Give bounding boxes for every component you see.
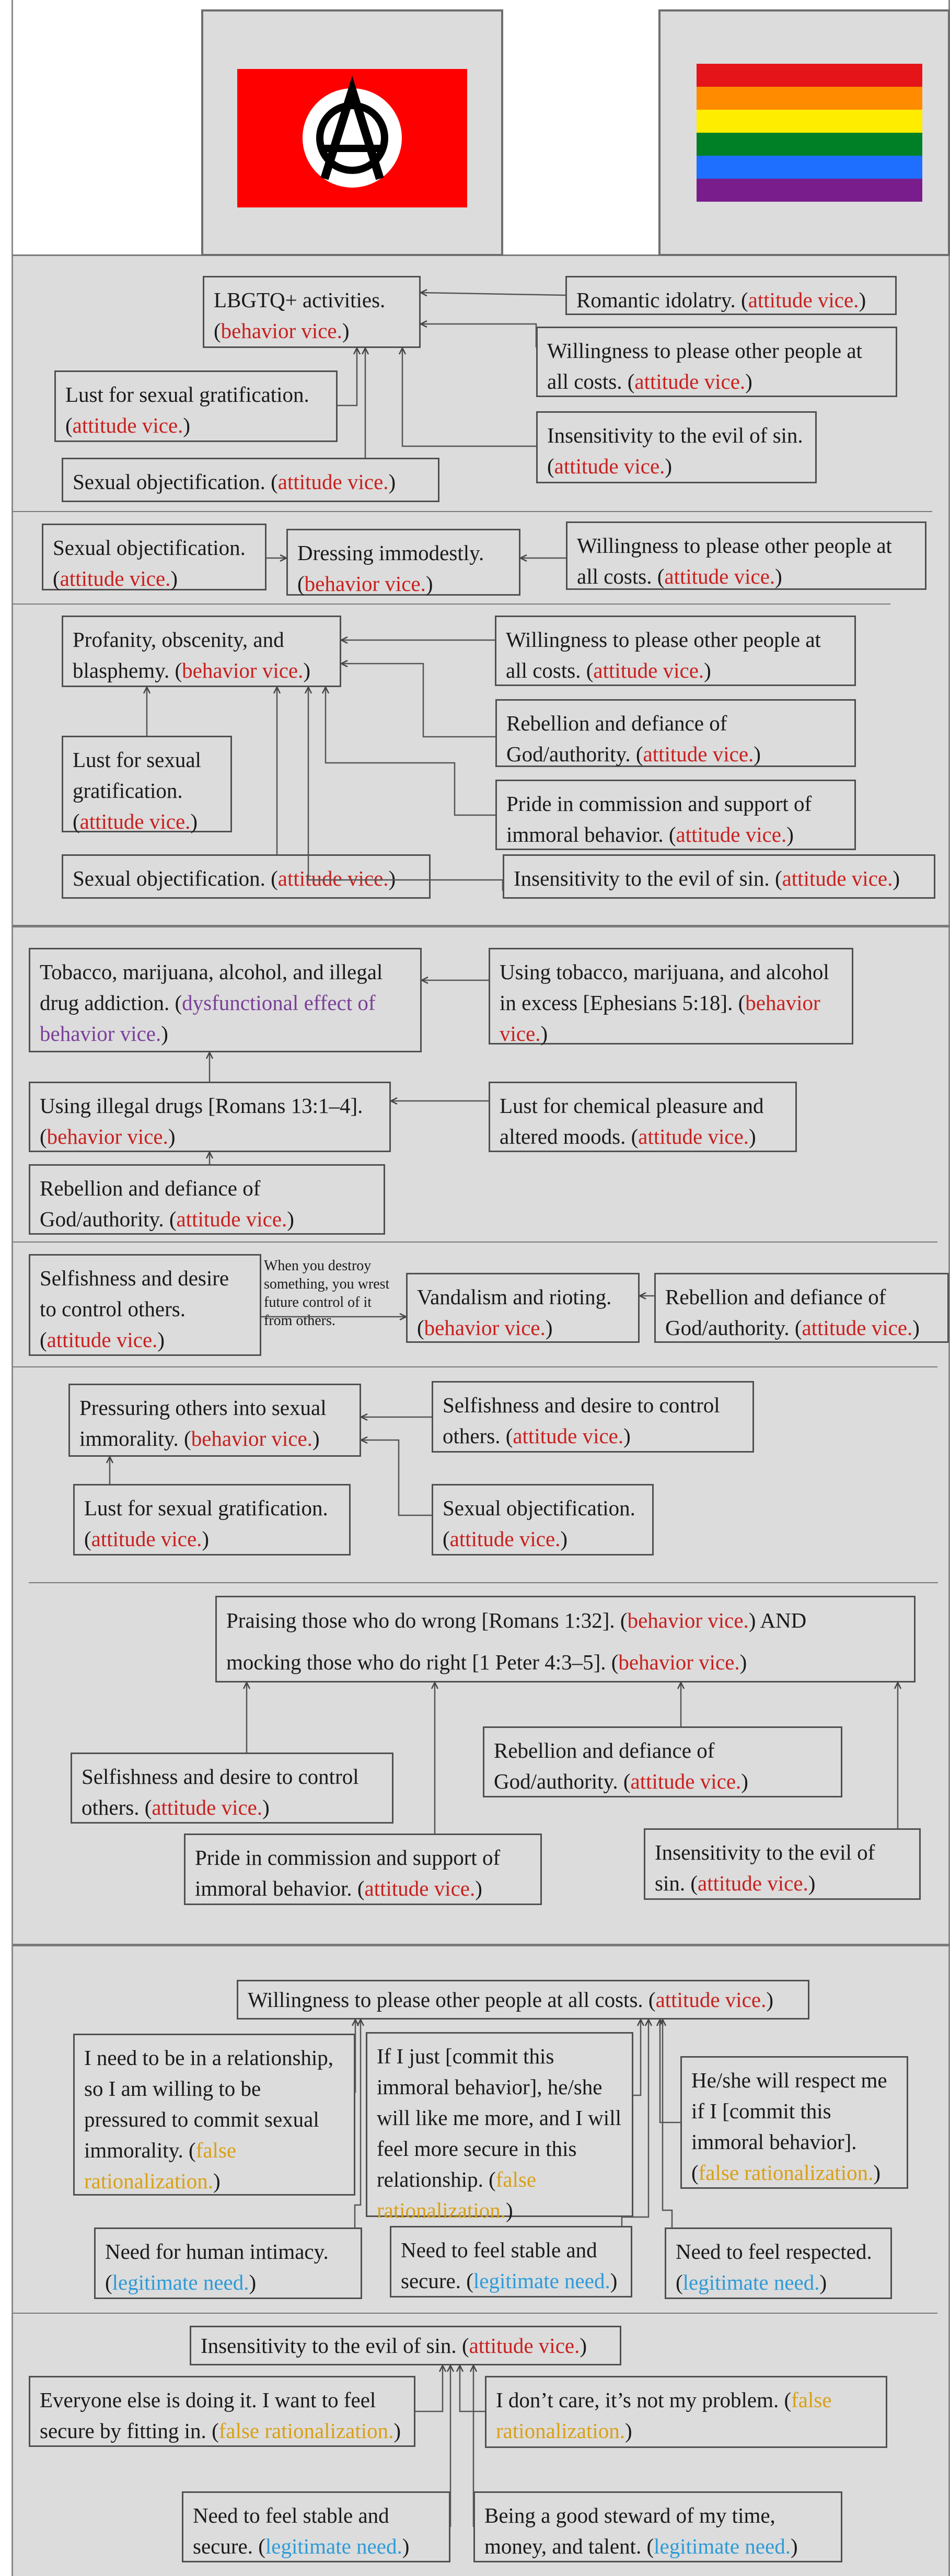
- selfishness-box-5: Selfishness and desire to control others…: [29, 1254, 261, 1356]
- willingness-box-3: Willingness to please other people at al…: [495, 616, 856, 686]
- insensitivity-box-7: Insensitivity to the evil of sin. (attit…: [644, 1828, 921, 1900]
- divider-2: [13, 604, 890, 605]
- rebellion-box-7: Rebellion and defiance of God/authority.…: [483, 1726, 842, 1797]
- rainbow-stripe: [697, 133, 922, 156]
- divider-3: [13, 925, 950, 927]
- relationship-rationalization-box: I need to be in a relationship, so I am …: [73, 2034, 355, 2196]
- objectification-box-6: Sexual objectification. (attitude vice.): [432, 1484, 654, 1556]
- divider-7: [13, 1944, 950, 1946]
- willingness-box-1: Willingness to please other people at al…: [536, 327, 897, 397]
- rebellion-box-5: Rebellion and defiance of God/authority.…: [654, 1273, 949, 1343]
- illegal-drugs-box: Using illegal drugs [Romans 13:1–4]. (be…: [29, 1082, 391, 1152]
- rainbow-stripe: [697, 110, 922, 133]
- stable-need-box-9: Need to feel stable and secure. (legitim…: [182, 2491, 450, 2562]
- addiction-box: Tobacco, marijuana, alcohol, and illegal…: [29, 948, 422, 1052]
- rainbow-stripe: [697, 64, 922, 87]
- likeme-rationalization-box: If I just [commit this immoral behavior]…: [366, 2032, 633, 2222]
- divider-6: [29, 1582, 938, 1583]
- divider-4: [13, 1241, 937, 1243]
- insensitivity-box-1: Insensitivity to the evil of sin. (attit…: [536, 411, 817, 483]
- rebellion-box-3: Rebellion and defiance of God/authority.…: [495, 699, 856, 767]
- rainbow-stripe: [697, 179, 922, 202]
- praising-mocking-box: Praising those who do wrong [Romans 1:32…: [215, 1596, 916, 1682]
- chemical-box: Lust for chemical pleasure and altered m…: [489, 1082, 797, 1152]
- rainbow-stripe: [697, 156, 922, 179]
- vandalism-box: Vandalism and rioting. (behavior vice.): [406, 1273, 640, 1343]
- everyone-rationalization-box: Everyone else is doing it. I want to fee…: [29, 2376, 415, 2447]
- lust-box-1: Lust for sexual gratification. (attitude…: [54, 370, 338, 442]
- pressuring-box: Pressuring others into sexual immorality…: [68, 1384, 361, 1457]
- respected-need-box: Need to feel respected. (legitimate need…: [665, 2227, 892, 2299]
- romantic-idolatry-box: Romantic idolatry. (attitude vice.): [565, 276, 897, 315]
- dontcare-rationalization-box: I don’t care, it’s not my problem. (fals…: [485, 2376, 887, 2448]
- lgbtq-activities-box: LBGTQ+ activities. (behavior vice.): [203, 276, 421, 348]
- steward-need-box: Being a good steward of my time, money, …: [473, 2491, 842, 2562]
- destroy-note: When you destroy something, you wrest fu…: [264, 1258, 390, 1329]
- dressing-immodestly-box: Dressing immodestly. (behavior vice.): [286, 529, 520, 596]
- objectification-box-1: Sexual objectification. (attitude vice.): [62, 458, 439, 502]
- objectification-box-3: Sexual objectification. (attitude vice.): [62, 854, 431, 899]
- rainbow-flag-frame: [658, 9, 950, 256]
- objectification-box-2: Sexual objectification. (attitude vice.): [42, 524, 267, 590]
- insensitivity-box-9: Insensitivity to the evil of sin. (attit…: [190, 2326, 621, 2365]
- lust-box-6: Lust for sexual gratification. (attitude…: [73, 1484, 351, 1556]
- profanity-box: Profanity, obscenity, and blasphemy. (be…: [62, 616, 341, 687]
- divider-5: [13, 1366, 937, 1367]
- lust-box-3: Lust for sexual gratification. (attitude…: [62, 736, 232, 833]
- intimacy-need-box: Need for human intimacy. (legitimate nee…: [94, 2227, 362, 2299]
- rainbow-stripe: [697, 87, 922, 110]
- pride-box-7: Pride in commission and support of immor…: [184, 1834, 542, 1905]
- anarchy-flag-frame: [201, 9, 503, 256]
- stable-need-box-8: Need to feel stable and secure. (legitim…: [390, 2226, 632, 2297]
- willingness-box-2: Willingness to please other people at al…: [566, 521, 926, 590]
- rebellion-box-4: Rebellion and defiance of God/authority.…: [29, 1164, 385, 1235]
- willingness-box-8: Willingness to please other people at al…: [237, 1980, 809, 2020]
- left-border-line: [11, 0, 13, 2576]
- excess-box: Using tobacco, marijuana, and alcohol in…: [489, 948, 853, 1046]
- pride-box-3: Pride in commission and support of immor…: [495, 780, 856, 850]
- selfishness-box-6: Selfishness and desire to control others…: [432, 1381, 754, 1453]
- divider-1: [13, 511, 932, 512]
- divider-8: [13, 2313, 937, 2314]
- anarchy-flag-icon: [237, 69, 467, 207]
- right-border-line: [948, 0, 950, 2576]
- insensitivity-box-3: Insensitivity to the evil of sin. (attit…: [503, 854, 935, 899]
- rainbow-flag-icon: [697, 64, 922, 202]
- selfishness-box-7: Selfishness and desire to control others…: [71, 1753, 393, 1824]
- respect-rationalization-box: He/she will respect me if I [commit this…: [680, 2056, 908, 2189]
